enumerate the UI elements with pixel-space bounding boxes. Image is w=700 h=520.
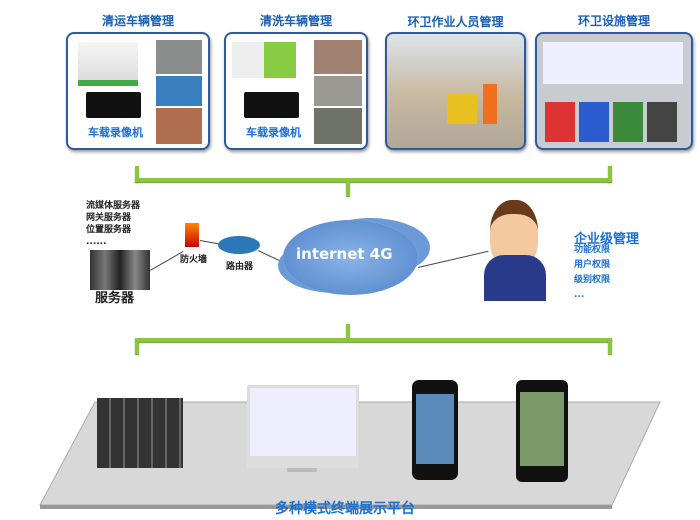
bin-gray (647, 102, 677, 142)
monitor-stand (287, 468, 317, 472)
dvr-device-image (86, 92, 141, 118)
platform-caption: 多种模式终端展示平台 (275, 501, 415, 517)
photo (314, 108, 362, 144)
internet-cloud-icon (283, 220, 418, 295)
dvr-caption: 车载录像机 (88, 126, 143, 139)
connector-bar-top (135, 178, 612, 182)
link (199, 240, 220, 245)
link (257, 250, 284, 263)
firewall-icon (185, 223, 199, 247)
panel-cleaning-vehicles: 车载录像机 (224, 32, 368, 150)
photo (156, 40, 202, 74)
firewall-label: 防火墙 (180, 255, 208, 265)
router-label: 路由器 (226, 262, 254, 272)
panel-title-sanitation-staff: 环卫作业人员管理 (407, 15, 504, 29)
panel-facilities (535, 32, 693, 150)
sprinkler-truck-image (232, 42, 296, 78)
panel-sanitation-staff (385, 32, 526, 150)
photo (314, 76, 362, 106)
garbage-truck-image (78, 42, 138, 86)
photo (156, 76, 202, 106)
connector (135, 166, 139, 182)
permission-item: 用户权限 (574, 260, 611, 270)
iphone-icon (412, 380, 458, 480)
server-item: ...... (86, 237, 107, 247)
connector-bar-bottom (135, 338, 612, 342)
bin-green (613, 102, 643, 142)
router-icon (218, 236, 260, 254)
dvr-caption: 车载录像机 (246, 126, 301, 139)
panel-collection-vehicles: 车载录像机 (66, 32, 210, 150)
panel-title-cleaning-vehicles: 清洗车辆管理 (259, 14, 332, 28)
dvr-device-image (244, 92, 299, 118)
server-item: 网关服务器 (86, 213, 132, 223)
panel-title-collection-vehicles: 清运车辆管理 (101, 14, 174, 28)
photo (314, 40, 362, 74)
bin-red (545, 102, 575, 142)
toilet-kiosk-image (543, 42, 683, 84)
server-item: 流媒体服务器 (86, 201, 141, 211)
server-label: 服务器 (95, 291, 135, 306)
server-item: 位置服务器 (86, 225, 132, 235)
photo-workers (447, 94, 477, 124)
desktop-monitor-icon (247, 385, 359, 468)
permission-item: ... (574, 290, 585, 300)
connector (608, 166, 612, 182)
connector (608, 338, 612, 354)
cloud-label: internet 4G (296, 245, 393, 263)
video-wall-icon (97, 398, 183, 468)
panel-title-facilities: 环卫设施管理 (577, 14, 650, 28)
permission-item: 级别权限 (574, 275, 611, 285)
android-phone-icon (516, 380, 568, 482)
server-icon (90, 250, 150, 290)
connector (346, 324, 350, 340)
enterprise-title: 企业级管理 (574, 232, 640, 247)
link (418, 250, 489, 268)
manager-body (484, 255, 546, 301)
bin-blue (579, 102, 609, 142)
connector (135, 338, 139, 354)
permission-item: 功能权限 (574, 245, 611, 255)
connector (346, 180, 350, 196)
photo-worker (483, 84, 497, 124)
link (150, 251, 184, 271)
enterprise-list: 功能权限 用户权限 级别权限 ... (574, 243, 610, 303)
photo (156, 108, 202, 144)
server-list: 流媒体服务器 网关服务器 位置服务器 ...... (86, 200, 140, 248)
